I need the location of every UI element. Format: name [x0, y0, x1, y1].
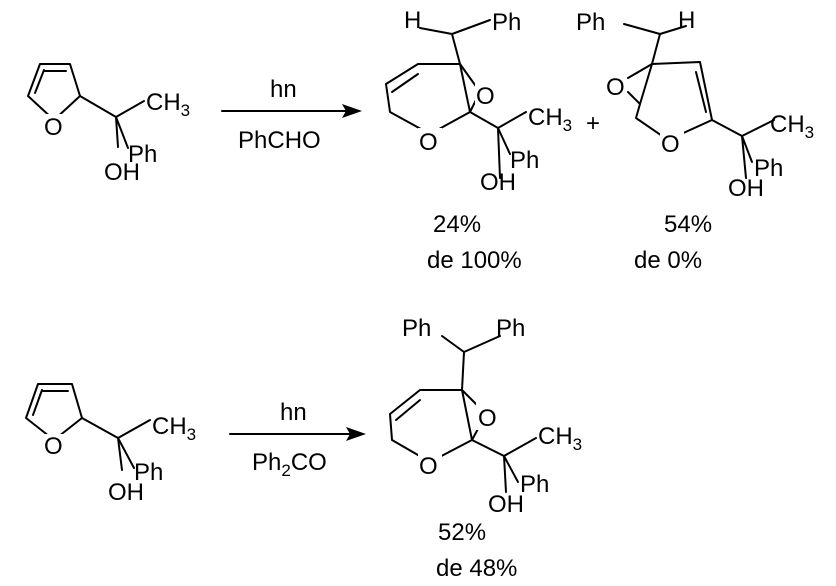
furan-substituent-bonds [81, 417, 151, 471]
reaction-2: O CH3 Ph OH hn Ph2CO O O Ph Ph CH3 Ph OH [25, 315, 582, 582]
product-2: O O Ph Ph CH3 Ph OH 52% de 48% [389, 315, 582, 582]
methyl-label: CH3 [152, 413, 196, 444]
reactant-2: O CH3 Ph OH [25, 383, 196, 506]
methyl-label: CH3 [770, 111, 814, 142]
reaction-arrow-1: hn PhCHO [221, 76, 362, 154]
methyl-label: CH3 [146, 89, 190, 120]
methyl-label: CH3 [538, 423, 582, 454]
arrow-head [346, 427, 366, 441]
product-1b: O O Ph H CH3 Ph OH 54% de 0% [576, 7, 814, 274]
ring-oxygen-label: O [419, 453, 438, 480]
methyl-label: CH3 [528, 104, 572, 135]
de-label: de 100% [427, 247, 522, 274]
hydrogen-label: H [404, 7, 421, 34]
phenyl-label: Ph [754, 155, 783, 182]
yield-label: 52% [438, 519, 486, 546]
plus-sign: + [586, 110, 600, 137]
furan-substituent-bonds [79, 95, 145, 149]
left-phenyl-label: Ph [402, 315, 431, 342]
hydrogen-label: H [678, 7, 695, 34]
yield-label: 24% [433, 211, 481, 238]
right-phenyl-label: Ph [496, 315, 525, 342]
hydroxyl-label: OH [728, 175, 764, 202]
yield-label: 54% [664, 211, 712, 238]
oxetane-bonds [623, 23, 687, 65]
product-1a: O O H Ph CH3 Ph OH 24% de 100% [385, 7, 572, 274]
reaction-1: O CH3 Ph OH hn PhCHO O O H Ph CH3 Ph OH … [27, 7, 814, 274]
bicyclic-ring-bonds [635, 61, 775, 179]
furan-double-bonds [34, 69, 67, 94]
arrow-condition-above: hn [270, 76, 297, 103]
bridge-oxygen-label: O [606, 74, 625, 101]
phenyl-label: Ph [128, 141, 157, 168]
arrow-condition-above: hn [280, 399, 307, 426]
bridge-oxygen-label: O [478, 405, 497, 432]
oxetane-bonds [441, 335, 501, 391]
de-label: de 0% [634, 247, 702, 274]
hydroxyl-label: OH [488, 491, 524, 518]
alkene-double-bond [395, 399, 421, 421]
bridge-oxygen-label: O [476, 83, 495, 110]
hydroxyl-label: OH [104, 159, 140, 186]
phenyl-label: Ph [510, 147, 539, 174]
phenyl-label: Ph [134, 459, 163, 486]
phenyl-label: Ph [520, 471, 549, 498]
bicyclic-ring-bonds [389, 389, 537, 493]
hydroxyl-label: OH [108, 479, 144, 506]
furan-oxygen-label: O [44, 433, 63, 460]
ring-oxygen-label: O [419, 129, 438, 156]
top-phenyl-label: Ph [576, 9, 605, 36]
de-label: de 48% [436, 555, 517, 582]
oxetane-bonds [419, 19, 491, 65]
furan-oxygen-label: O [44, 114, 63, 141]
hydroxyl-label: OH [480, 169, 516, 196]
reactant-1: O CH3 Ph OH [27, 63, 190, 186]
arrow-head [342, 104, 362, 118]
reaction-arrow-2: hn Ph2CO [229, 399, 366, 480]
furan-double-bonds [32, 389, 69, 416]
arrow-reagent-below: PhCHO [238, 127, 321, 154]
alkene-double-bond [695, 71, 707, 113]
alkene-double-bond [391, 73, 419, 93]
arrow-reagent-below: Ph2CO [252, 449, 327, 480]
furan-ring-bonds [25, 383, 83, 441]
furan-ring-bonds [27, 63, 81, 121]
top-phenyl-label: Ph [492, 9, 521, 36]
ring-oxygen-label: O [661, 131, 680, 158]
